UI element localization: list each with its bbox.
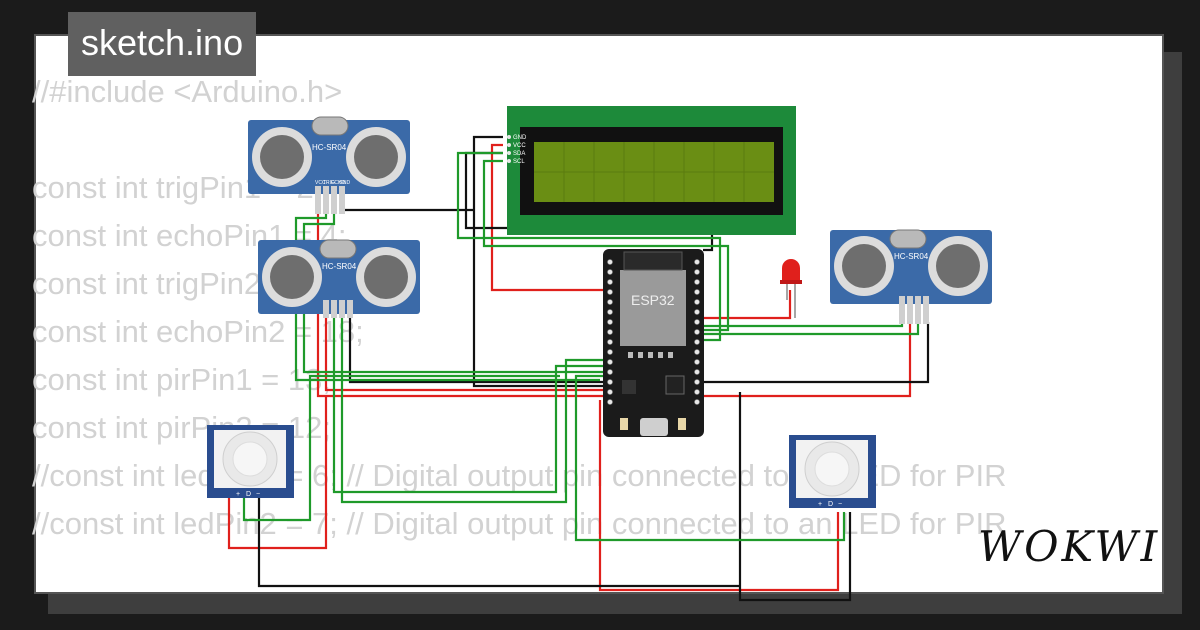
wire-black (472, 135, 610, 388)
wire-black (340, 196, 474, 212)
sensor-pin-label: GND (339, 180, 351, 186)
wire-black (703, 322, 930, 384)
lcd-pin-label: SCL (513, 159, 525, 165)
wokwi-logo: WOKWI (978, 522, 1161, 571)
pir-pin-label: + (236, 491, 240, 498)
wire-red (598, 400, 840, 592)
lcd-pin-label: SDA (513, 151, 525, 157)
lcd-pin-label: VCC (513, 143, 526, 149)
pir-pin-label: D (246, 491, 251, 498)
wire-red (703, 290, 792, 320)
pir-sensor: + D − (207, 425, 294, 498)
pir-pin-label: D (828, 501, 833, 508)
pir-sensor: + D − (789, 435, 876, 508)
wire-red (490, 143, 610, 292)
wire-red (324, 310, 610, 392)
wire-black (257, 496, 740, 588)
mcu-label: ESP32 (631, 292, 675, 308)
ultrasonic-sensor: HC-SR04 VCC TRIG ECHO GND (248, 116, 410, 214)
wire-green (703, 322, 904, 328)
sensor-label: HC-SR04 (894, 252, 929, 261)
wire-green (456, 151, 722, 342)
sensor-pin-label: ECHO (331, 180, 346, 186)
wire-green (482, 159, 730, 332)
code-line: //const int ledPin2 = 7; // Digital outp… (32, 506, 1007, 541)
wire-green (332, 310, 610, 494)
wire-black (738, 392, 852, 602)
ultrasonic-sensor: HC-SR04 (258, 239, 420, 318)
red-led (780, 259, 802, 318)
code-line: const int echoPin2 = 18; (32, 314, 364, 349)
ultrasonic-sensor: HC-SR04 (830, 229, 992, 324)
wire-green (302, 196, 610, 374)
wire-black (348, 310, 610, 384)
wire-red (227, 396, 328, 550)
esp32-board: ESP32 (603, 249, 704, 437)
lcd-pin-label: GND (513, 135, 527, 141)
code-line: //#include <Arduino.h> (32, 74, 343, 109)
pir-pin-label: − (838, 501, 842, 508)
lcd-display: GND VCC SDA SCL (507, 106, 796, 235)
pir-pin-label: + (818, 501, 822, 508)
sensor-pin-label: VCC (315, 180, 326, 186)
sensor-pin-label: TRIG (323, 180, 335, 186)
sensor-label: HC-SR04 (322, 262, 357, 271)
wire-green (340, 310, 610, 504)
wire-green (703, 322, 920, 336)
wire-green (574, 374, 846, 542)
pir-pin-label: − (256, 491, 260, 498)
file-tab[interactable]: sketch.ino (68, 12, 257, 76)
sensor-label: HC-SR04 (312, 143, 347, 152)
wire-green (242, 374, 560, 522)
